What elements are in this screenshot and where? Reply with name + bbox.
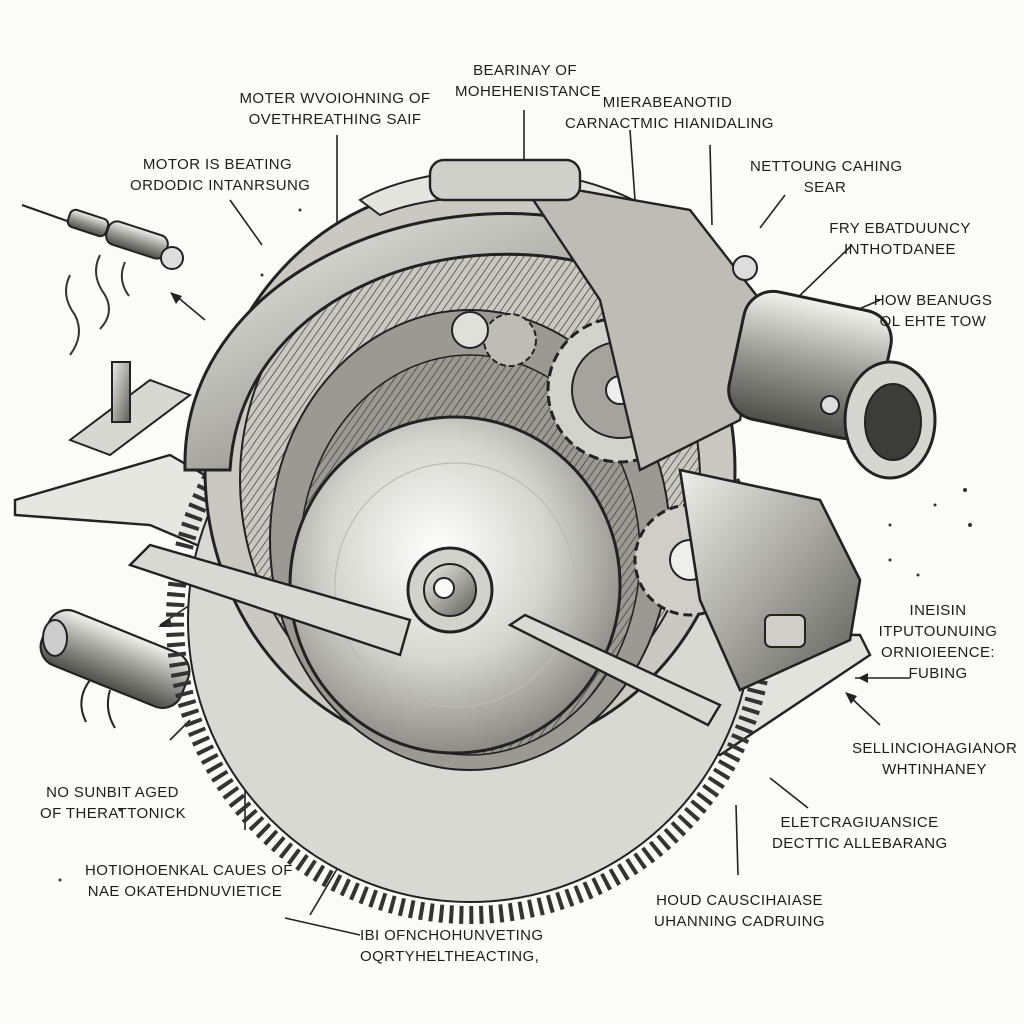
motor-cylinder bbox=[428, 158, 937, 480]
guide-rails bbox=[127, 543, 722, 727]
label-bearing-resistance: BEARINAY OF MOHEHENISTANCE bbox=[455, 62, 602, 100]
saw-blade bbox=[288, 415, 622, 755]
soldering-tool bbox=[21, 204, 184, 356]
label-dielectric-bearing: ELETCRAGIUANSICE DECTTIC ALLEBARANG bbox=[772, 814, 948, 852]
probe-tool bbox=[39, 608, 251, 729]
ink-speckles bbox=[58, 208, 972, 882]
label-bearings-tow: HOW BEANUGS OL EHTE TOW bbox=[873, 292, 993, 330]
label-causes-bearing: HOUD CAUSCIHAIASE UHANNING CADRUING bbox=[654, 892, 825, 930]
label-overheating-mounting: IBI OFNCHOHUNVETING OQRTYHELTHEACTING, bbox=[360, 927, 544, 965]
label-motor-overheating: MOTER WVOIOHNING OF OVETHREATHING SAIF bbox=[239, 90, 431, 128]
label-mechanical-causes: HOTIOHOENKAL CAUES OF NAE OKATEHDNUVIETI… bbox=[85, 862, 293, 900]
lower-housing bbox=[678, 468, 862, 692]
label-orientation-fitting: INEISIN ITPUTOUNUING ORNIOIEENCE: FUBING bbox=[878, 602, 998, 682]
label-characteristic-handling: MIERABEANOTID CARNACTMIC HIANIDALING bbox=[565, 94, 774, 132]
label-durability-resistance: FRY EBATDUUNCY INTHOTDANEE bbox=[829, 220, 971, 258]
label-overheated-motor: NO SUNBIT AGED OF THERATTONICK bbox=[40, 784, 187, 822]
label-selection-maintenance: SELLINCIOHAGIANOR WHTINHANEY bbox=[852, 740, 1018, 778]
label-housing-gear: NETTOUNG CAHING SEAR bbox=[750, 158, 903, 196]
label-motor-beating: MOTOR IS BEATING ORDODIC INTANRSUNG bbox=[130, 156, 311, 194]
